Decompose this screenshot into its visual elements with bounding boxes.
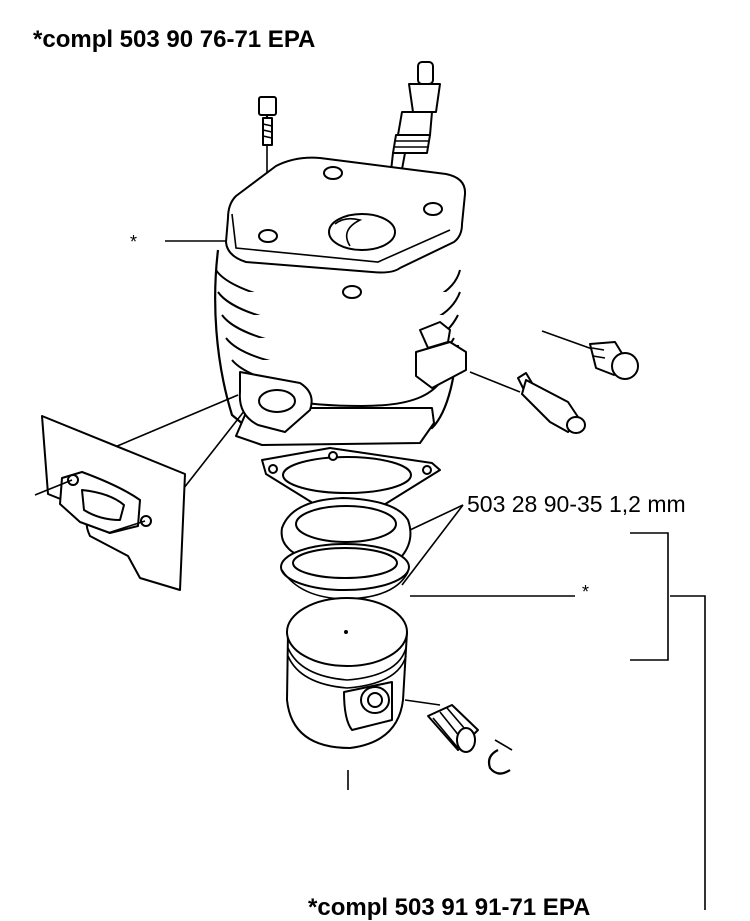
piston	[286, 597, 408, 749]
piston-assembly-marker: *	[582, 582, 590, 602]
assembly-title-top: *compl 503 90 76-71 EPA	[33, 26, 316, 53]
piston-ring-part-label: 503 28 90-35 1,2 mm	[467, 491, 686, 517]
cylinder-base-gasket	[261, 447, 441, 527]
cylinder-assembly-marker: *	[130, 232, 138, 252]
cylinder	[214, 156, 467, 446]
spark-plug	[369, 61, 441, 246]
needle-bearing	[427, 704, 479, 753]
circlip	[487, 739, 513, 775]
assembly-title-bottom: *compl 503 91 91-71 EPA	[308, 894, 591, 921]
piston-rings	[280, 497, 412, 600]
decompression-valve	[517, 330, 639, 434]
muffler-gasket	[34, 415, 186, 591]
leader-lines	[95, 240, 706, 910]
